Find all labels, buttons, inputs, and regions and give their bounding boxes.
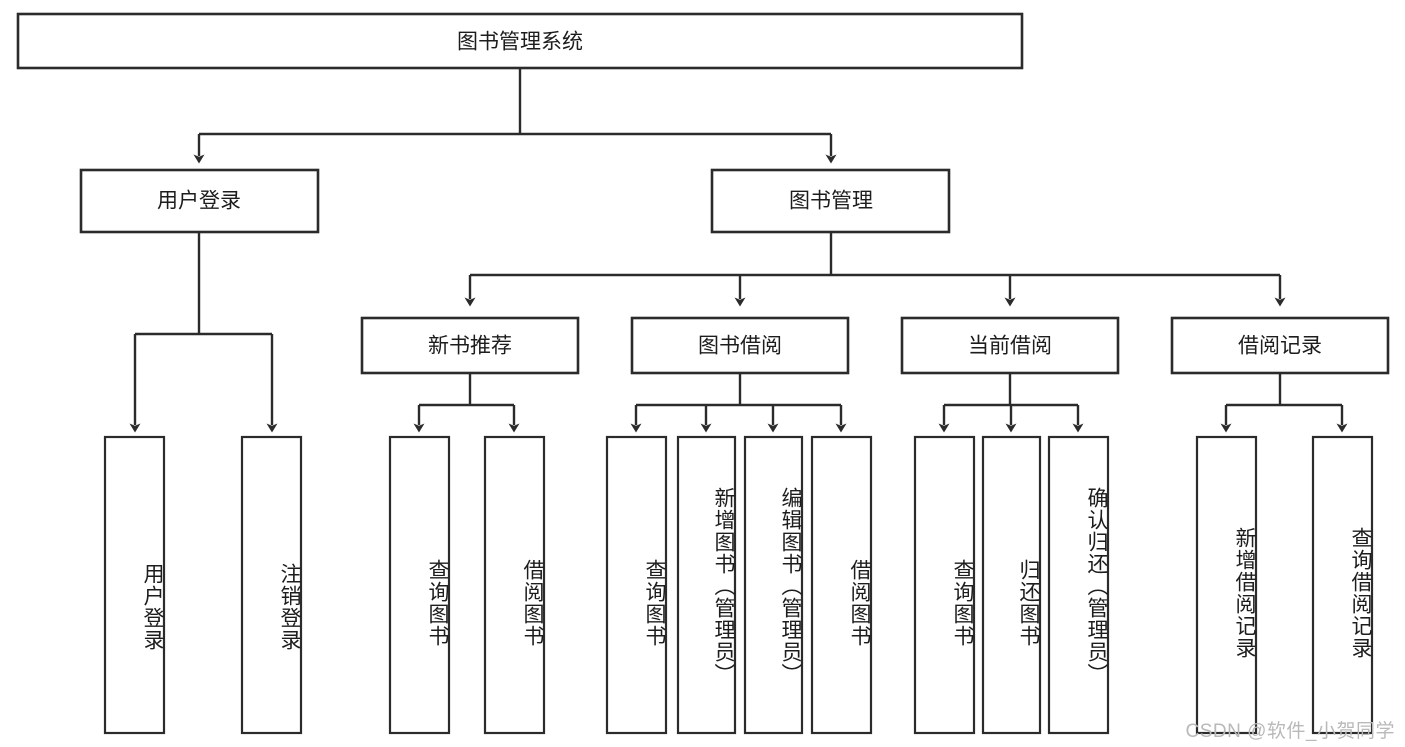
- leaf-box-query-book-1[interactable]: [388, 435, 451, 735]
- leaf-boxes: [103, 435, 1374, 735]
- node-root[interactable]: 图书管理系统: [16, 12, 1024, 70]
- leaf-box-edit-book-admin[interactable]: [743, 435, 804, 735]
- node-current-borrow[interactable]: 当前借阅: [900, 316, 1120, 375]
- node-current-borrow-label: 当前借阅: [968, 335, 1052, 358]
- node-book-borrow-label: 图书借阅: [698, 335, 782, 358]
- watermark-text: CSDN @软件_小贺同学: [1185, 721, 1395, 742]
- leaf-box-borrow-book-2[interactable]: [810, 435, 873, 735]
- node-new-book-recommend[interactable]: 新书推荐: [360, 316, 580, 375]
- edge-group-userlogin-to-leaves: [129, 232, 278, 433]
- node-new-book-recommend-label: 新书推荐: [428, 335, 512, 358]
- node-borrow-record-label: 借阅记录: [1238, 335, 1322, 358]
- leaf-box-confirm-return-admin[interactable]: [1047, 435, 1110, 735]
- edge-group-record-to-leaves: [1220, 373, 1348, 433]
- leaf-box-user-logout[interactable]: [240, 435, 303, 735]
- leaf-box-borrow-book-1[interactable]: [483, 435, 546, 735]
- node-root-label: 图书管理系统: [457, 31, 583, 54]
- edge-group-root-to-level2: [193, 68, 837, 164]
- leaf-box-add-book-admin[interactable]: [676, 435, 737, 735]
- node-book-borrow[interactable]: 图书借阅: [630, 316, 850, 375]
- edge-group-current-to-leaves: [938, 373, 1084, 433]
- leaf-box-query-borrow-record[interactable]: [1311, 435, 1374, 735]
- node-user-login-label: 用户登录: [157, 190, 241, 213]
- node-book-management-label: 图书管理: [789, 190, 873, 213]
- leaf-box-return-book[interactable]: [981, 435, 1042, 735]
- leaf-box-query-book-2[interactable]: [605, 435, 668, 735]
- leaf-box-user-login[interactable]: [103, 435, 166, 735]
- leaf-box-query-book-3[interactable]: [913, 435, 976, 735]
- edge-group-borrow-to-leaves: [630, 373, 847, 433]
- node-book-management[interactable]: 图书管理: [710, 168, 951, 234]
- edge-group-bookmgmt-to-level3: [464, 232, 1286, 307]
- node-user-login[interactable]: 用户登录: [79, 168, 320, 234]
- leaf-box-add-borrow-record[interactable]: [1195, 435, 1258, 735]
- node-borrow-record[interactable]: 借阅记录: [1170, 316, 1390, 375]
- edge-group-newbook-to-leaves: [413, 373, 520, 433]
